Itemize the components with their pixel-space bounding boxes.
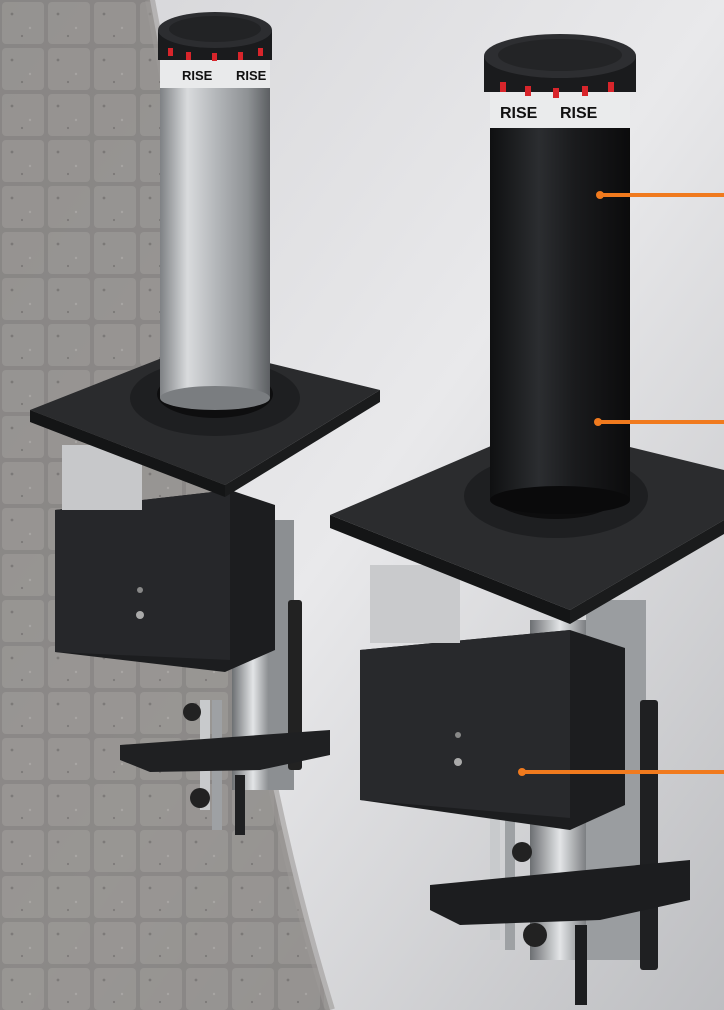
reflector-lights [500, 82, 614, 98]
brand-label: RISE [500, 105, 538, 122]
stainless-bollard: RISE RISE [30, 12, 380, 835]
brand-label: RISE [182, 68, 213, 83]
reflector-lights [168, 48, 263, 61]
callout-lines [518, 191, 724, 776]
brand-label: RISE [560, 105, 598, 122]
callout-bottom [518, 768, 724, 776]
callout-middle [594, 418, 724, 426]
black-bollard: RISE RISE [330, 34, 724, 1005]
brand-label: RISE [236, 68, 267, 83]
callout-top [596, 191, 724, 199]
